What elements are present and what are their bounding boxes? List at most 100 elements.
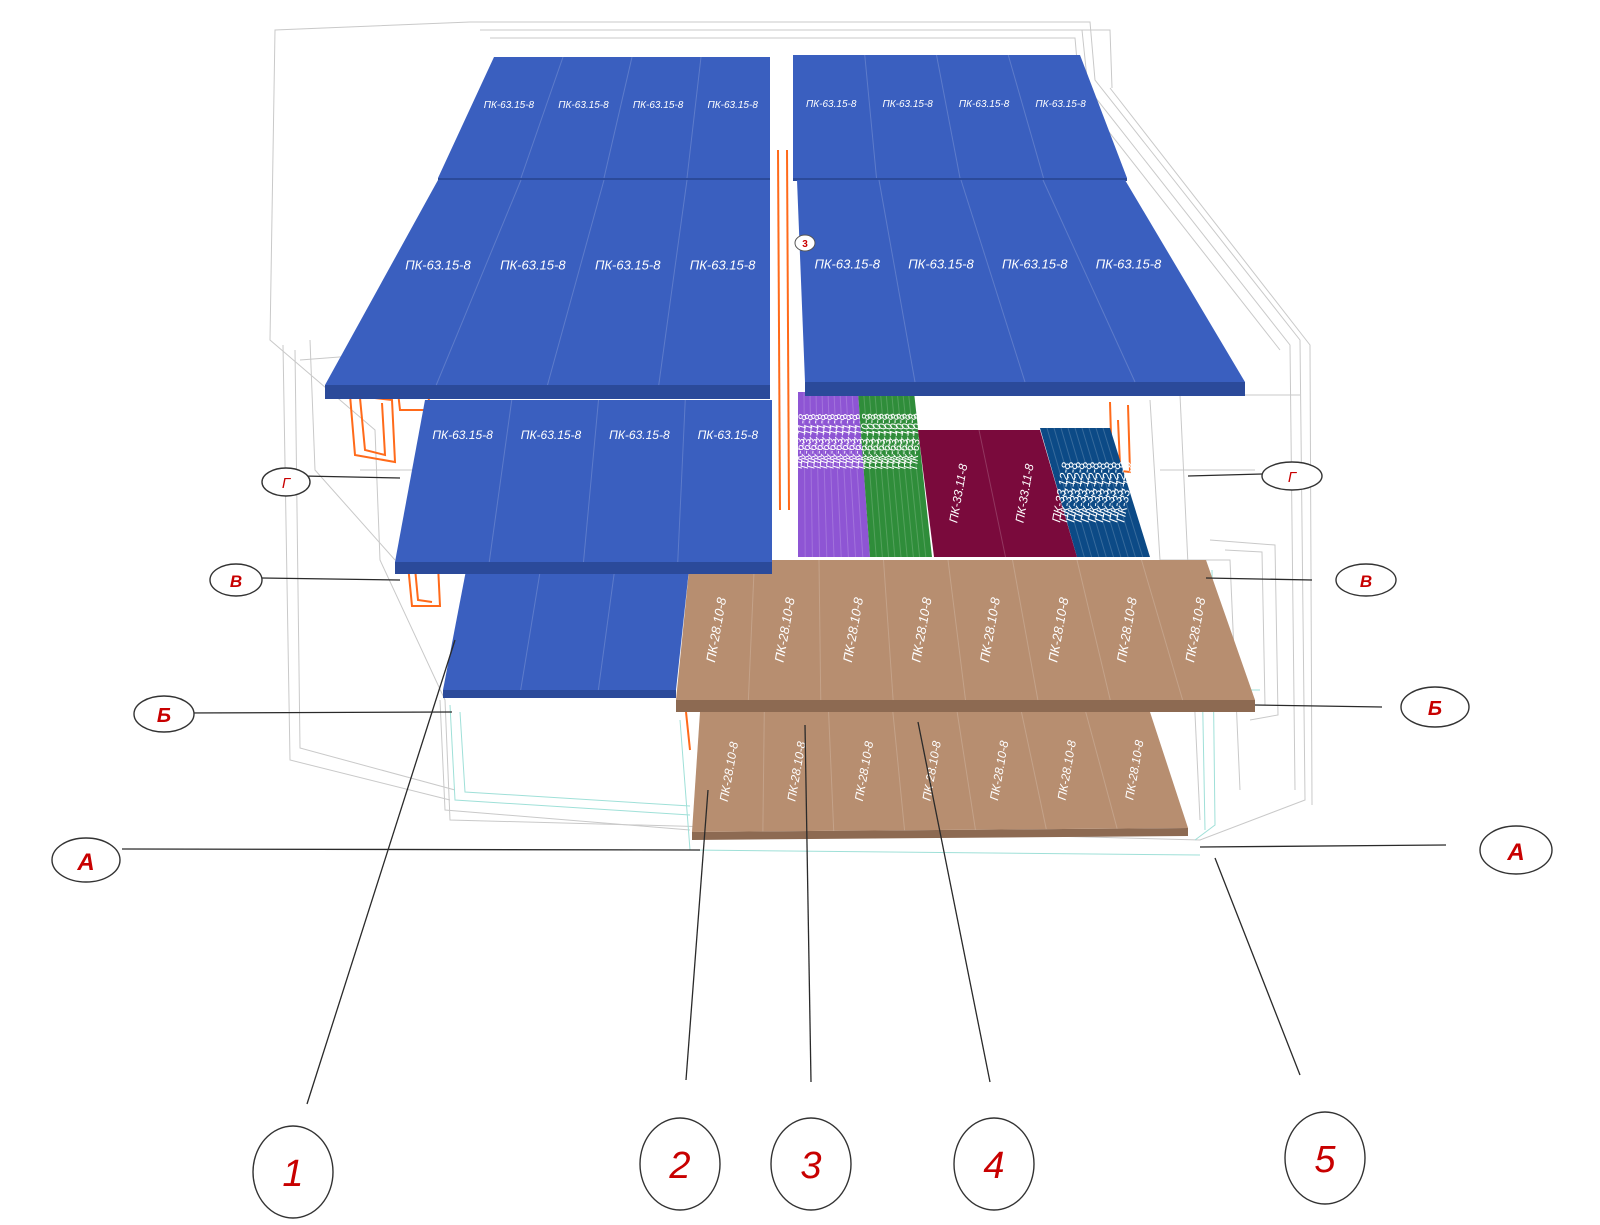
second-floor-blue-slab-joint [520,559,543,691]
third-floor-navy-slab: ПК-33.12-8ПК-33.12-8ПК-33.12-8ПК-33.12-8… [1040,427,1150,558]
svg-text:Г: Г [1288,469,1298,486]
third-floor-green-slab-joint [896,391,914,558]
svg-text:А: А [76,849,94,876]
slab-label: ПК-63.11-8 [793,413,810,469]
axis-leaders [121,473,1447,1105]
roof-rear-right-slab-face [793,55,1127,178]
svg-text:2: 2 [668,1145,690,1187]
third-floor-navy-slab-joint [1053,427,1093,558]
second-floor-blue-slab-joint [597,559,617,691]
second-floor-tan-slab-joint [1141,559,1184,701]
svg-text:Г: Г [282,475,292,492]
roof-rear-right-slab-joint [1007,54,1044,179]
third-floor-green-slab-joint [907,391,927,558]
third-floor-green-slab: ПК-63.10-8ПК-63.10-8ПК-63.10-8ПК-63.10-8… [856,391,932,558]
third-floor-purple-slab-joint [833,391,842,558]
third-floor-purple-slab-face [798,392,870,557]
slab-label: ПК-63.15-8 [595,258,661,273]
slab-label: ПК-63.15-8 [708,100,759,111]
svg-text:4: 4 [983,1145,1004,1187]
third-floor-green-slab-joint [863,391,877,558]
roof-rear-left-slab-joint [603,56,633,179]
second-floor-blue-slab-face [443,560,690,690]
roof-front-left-slab-joint [547,179,605,386]
slab-label: ПК-63.10-8 [862,412,879,469]
third-floor-green-slab-joint [891,391,908,558]
slab-label: ПК-63.11-8 [844,413,861,469]
svg-text:1: 1 [282,1153,303,1195]
roof-front-left-slab-edge [325,385,770,399]
slab-label: ПК-63.15-8 [633,100,684,111]
slab-label: ПК-63.15-8 [882,99,933,110]
slab-label: ПК-63.10-8 [856,412,873,469]
svg-text:5: 5 [1314,1139,1336,1181]
third-floor-purple-slab-joint [845,391,857,558]
second-floor-tan-slab-edge [676,700,1255,712]
slab-label: ПК-63.10-8 [902,412,919,469]
third-floor-navy-slab-joint [1074,427,1114,558]
axis-bubble-a-left: А [51,837,121,883]
slab-label: ПК-63.15-8 [405,258,471,273]
second-floor-tan-slab-face [676,560,1255,700]
slab-label: ПК-63.11-8 [837,413,854,469]
roof-front-right-slab-joint [1042,179,1136,383]
ground-floor-tan-slab-face [692,712,1188,832]
roof-rear-right-slab-joint [936,54,961,179]
slab-label: ПК-63.15-8 [959,99,1010,110]
third-floor-maroon-slab-joint [978,429,1006,558]
slab-label: ПК-63.15-8 [558,100,609,111]
ground-floor-tan-slab-joint [762,711,765,832]
third-floor-purple-slab-joint [827,391,835,558]
second-floor-tan-slab-joint [1076,559,1111,701]
axis-bubble-b-left: Б [133,695,195,733]
slab-label: ПК-63.15-8 [1002,256,1068,271]
third-floor-navy-slab-joint [1046,427,1085,558]
ground-floor-tan-slab-joint [1085,711,1118,829]
axis-bubbles: Г Г В В Б Б А А [51,461,1553,1219]
slab-label: ПК-63.15-8 [814,256,880,271]
third-floor-navy-slab-joint [1088,427,1129,558]
axis-bubble-2: 2 [639,1117,721,1211]
third-floor-maroon-slab-face [918,430,1077,557]
roof-front-right-slab-edge [805,382,1245,396]
third-floor-navy-slab-joint [1067,427,1107,558]
slab-label: ПК-63.15-8 [521,428,582,442]
slab-label: ПК-63.15-8 [806,99,857,110]
slab-label: ПК-63.10-8 [873,412,890,469]
axis-bubble-g-left: Г [261,467,311,497]
roof-front-right-slab-joint [960,179,1026,383]
slab-label: ПК-63.15-8 [609,428,670,442]
third-floor-green-slab-joint [874,391,890,558]
stair-marker: 3 [794,234,816,252]
axis-bubble-3: 3 [770,1117,852,1211]
slab-label: ПК-63.10-8 [868,412,885,469]
third-floor-purple-slab-joint [851,391,864,558]
axis-bubble-g-right: Г [1261,461,1323,491]
ground-floor-tan-slab-joint [1020,711,1047,830]
slab-label: ПК-63.15-8 [484,100,535,111]
slab-label: ПК-63.15-8 [1035,99,1086,110]
third-floor-purple-slab: ПК-63.11-8ПК-63.11-8ПК-63.11-8ПК-63.11-8… [793,391,870,558]
roof-rear-left-slab-joint [686,56,702,179]
slab-label: ПК-63.11-8 [805,413,822,469]
ground-floor-tan-slab-joint [892,711,906,831]
third-floor-navy-slab-face [1040,428,1150,557]
third-floor-purple-slab-joint [839,391,849,558]
slab-label: ПК-63.15-8 [690,258,756,273]
second-floor-tan-slab-joint [947,559,966,701]
axis-bubble-b-right: Б [1400,686,1470,728]
roof-front-left-slab-joint [435,179,522,386]
roof-rear-left-slab: ПК-63.15-8 ПК-63.15-8 ПК-63.15-8 ПК-63.15-8 [438,56,770,181]
ground-floor-tan-slab-joint [828,711,835,831]
svg-text:3: 3 [800,1145,821,1187]
third-floor-purple-slab-joint [821,391,828,558]
axis-bubble-v-left: В [209,563,263,597]
second-floor-tan-slab-joint [1012,559,1039,701]
second-floor-tan-slab-joint [883,559,894,701]
third-floor-navy-slab-joint [1102,427,1144,558]
svg-text:Б: Б [1428,698,1442,720]
ground-floor-tan-slab-joint [956,711,976,830]
third-floor-navy-slab-joint [1095,427,1136,558]
